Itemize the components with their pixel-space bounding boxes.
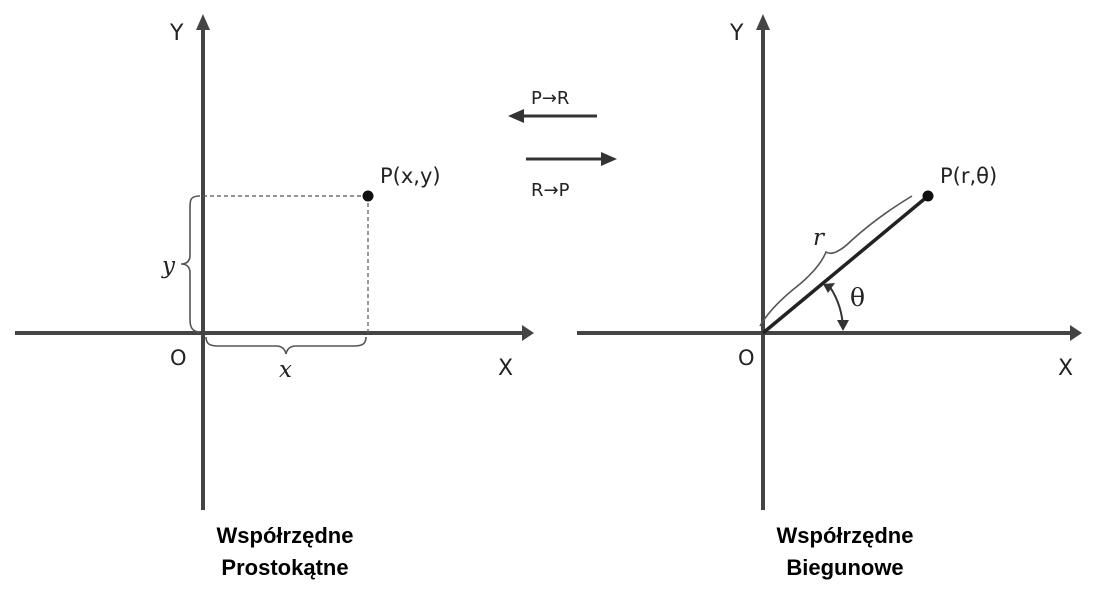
polar-diagram: Y X O P(r,θ) r θ [577,14,1082,510]
to-polar-label: R→P [531,180,570,201]
to-polar-arrowhead [601,152,617,166]
polar-y-arrowhead [756,14,770,30]
polar-caption-line1: Współrzędne [776,523,914,548]
rect-x-brace [205,336,367,355]
polar-caption-line2: Biegunowe [786,555,904,580]
polar-caption: Współrzędne Biegunowe [685,520,1005,584]
polar-x-arrowhead [1070,325,1082,341]
polar-radius-line [761,194,930,335]
to-rect-arrowhead [508,109,524,123]
rect-y-label: y [161,253,176,279]
rect-caption-line2: Prostokątne [221,555,349,580]
polar-origin-label: O [738,346,755,370]
rect-axis-y-label: Y [169,21,184,46]
rectangular-diagram: Y X O P(x,y) y x [15,14,534,510]
rect-caption: Współrzędne Prostokątne [125,520,445,584]
polar-point-label: P(r,θ) [940,164,997,188]
to-rect-label: P→R [531,88,569,109]
rect-x-label: x [279,357,292,383]
polar-theta-label: θ [850,283,865,312]
polar-r-brace [759,195,913,327]
polar-theta-arrowhead-bottom [837,320,849,331]
polar-axis-y-label: Y [729,21,744,46]
rect-point-label: P(x,y) [380,164,441,188]
polar-theta-arrowhead-top [823,283,835,293]
rect-y-brace [180,195,201,333]
rect-caption-line1: Współrzędne [216,523,354,548]
conversion-arrows: P→R R→P [508,88,617,201]
rect-point-p [362,190,374,202]
rect-origin-label: O [170,346,187,370]
polar-point-p [922,190,934,202]
rect-y-arrowhead [196,14,210,30]
polar-axis-x-label: X [1058,356,1073,381]
polar-r-label: r [813,225,826,251]
rect-axis-x-label: X [498,356,513,381]
rect-x-arrowhead [522,325,534,341]
